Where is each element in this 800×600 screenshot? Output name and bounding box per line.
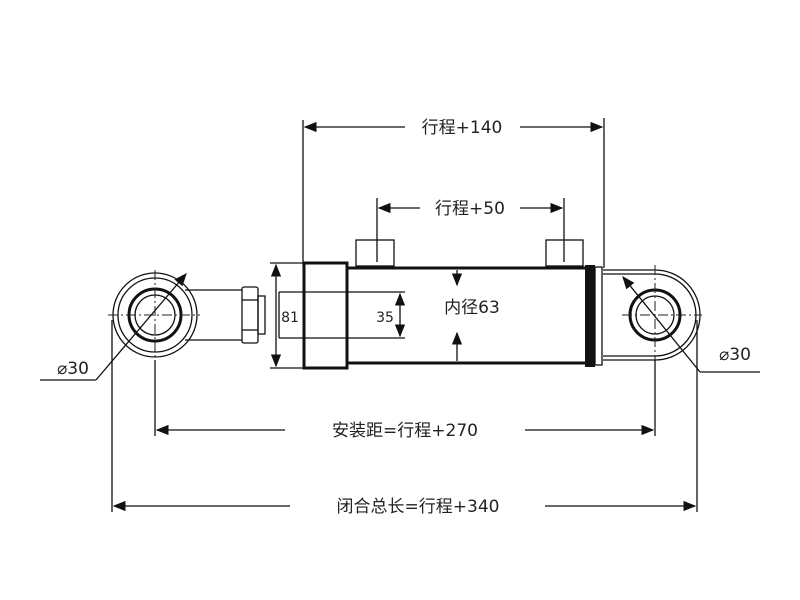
leader-clevis-pin: ⌀30: [622, 275, 760, 373]
dimension-stroke-plus-140: 行程+140: [302, 118, 605, 268]
cylinder-barrel: [347, 265, 603, 367]
leader-rod-eye-pin: ⌀30: [40, 273, 187, 381]
label-stroke-plus-50: 行程+50: [435, 199, 505, 219]
label-gland-height: 81: [281, 310, 299, 326]
label-closed-length: 闭合总长=行程+340: [337, 497, 500, 517]
dimension-stroke-plus-50: 行程+50: [376, 198, 565, 262]
rod-eye: [108, 270, 200, 360]
oil-port-front: [355, 239, 395, 267]
dimension-bore: 内径63: [444, 270, 500, 361]
rod-eye-nut: [185, 286, 266, 344]
dimension-gland-height: 81: [270, 262, 304, 369]
label-stroke-plus-140: 行程+140: [422, 118, 503, 138]
dimension-closed-length: 闭合总长=行程+340: [111, 320, 698, 517]
label-rod-diameter: 35: [376, 310, 394, 326]
oil-port-rear: [545, 239, 584, 267]
label-mounting-distance: 安装距=行程+270: [332, 421, 478, 441]
dimension-mounting-distance: 安装距=行程+270: [154, 360, 656, 441]
label-bore: 内径63: [444, 298, 500, 318]
label-clevis-pin: ⌀30: [719, 345, 751, 365]
rear-clevis: [603, 265, 702, 365]
label-rod-eye-pin: ⌀30: [57, 359, 89, 379]
gland: [302, 261, 349, 370]
piston-rod: 35: [278, 291, 406, 339]
